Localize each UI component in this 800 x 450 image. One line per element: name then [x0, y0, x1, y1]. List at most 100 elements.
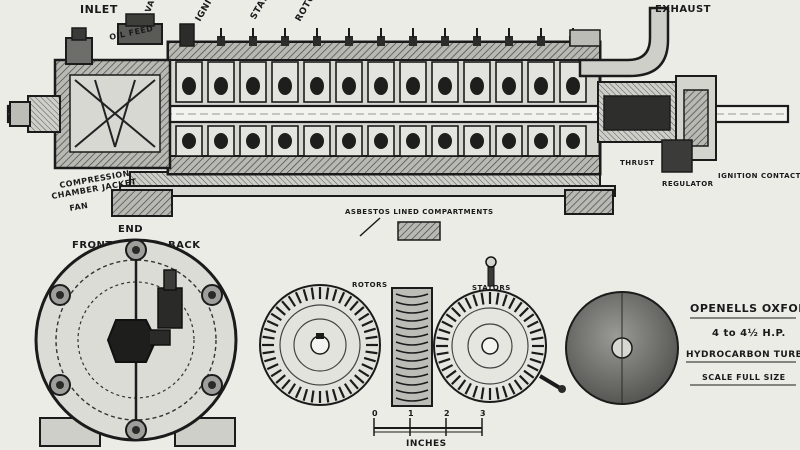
stator-tooth	[529, 328, 542, 335]
rotor-tooth	[266, 363, 279, 371]
exhaust-pipe	[578, 6, 670, 78]
rotor-tooth	[262, 350, 275, 355]
cover-disc-view	[565, 291, 679, 405]
stage-port-lower	[246, 133, 260, 149]
stator-tooth	[445, 369, 457, 379]
stator-bore	[481, 337, 499, 355]
end-view: END FRONT BACK	[34, 224, 238, 447]
title-line-2: 4 to 4½ H.P.	[712, 328, 786, 339]
stator-tooth	[501, 385, 508, 398]
end-cover-bolts	[49, 239, 223, 441]
stator-bolt-head	[558, 385, 566, 393]
title-line-4: SCALE FULL SIZE	[702, 373, 786, 382]
label-rotors-top: ROTORS	[294, 0, 325, 24]
rotor-tooth	[363, 356, 376, 363]
label-inlet: INLET	[80, 3, 118, 16]
stator-tooth	[523, 313, 535, 323]
end-bolt-center	[208, 291, 216, 299]
label-ignition-contact: IGNITION CONTACT	[718, 172, 800, 180]
stator-tooth	[457, 379, 467, 391]
blade-curve	[395, 397, 429, 402]
inlet-cap	[71, 27, 87, 41]
scale-label-0: 0	[372, 409, 378, 418]
rotor-tooth	[281, 379, 291, 390]
rotor-tooth	[310, 287, 315, 300]
stator-tooth	[457, 301, 467, 313]
stator-tooth	[451, 307, 462, 318]
longitudinal-section	[6, 6, 790, 217]
rotor-tooth	[365, 350, 378, 355]
stator-tooth	[472, 294, 479, 307]
blade-curve	[395, 357, 429, 362]
stage-stud	[345, 36, 353, 46]
label-exhaust: EXHAUST	[655, 4, 711, 15]
rotor-tooth	[270, 368, 282, 378]
stage-port-upper	[342, 77, 356, 95]
stator-tooth	[480, 387, 485, 400]
stator-tooth	[523, 369, 535, 379]
stage-stud	[409, 36, 417, 46]
rotor-tooth	[302, 289, 309, 302]
stator-tooth	[464, 297, 472, 310]
stator-inner-ring	[451, 307, 529, 385]
label-end: END	[118, 224, 143, 235]
stage-port-lower	[182, 133, 196, 149]
scale-label-3: 3	[480, 409, 486, 418]
blade-curve	[395, 317, 429, 322]
label-asbestos: ASBESTOS LINED COMPARTMENTS	[345, 208, 494, 216]
stator-tooth	[441, 364, 454, 372]
scale-label-2: 2	[444, 409, 450, 418]
rotor-tooth	[354, 374, 365, 384]
stage-port-upper	[438, 77, 452, 95]
stage-stud	[505, 36, 513, 46]
blade-curve	[395, 325, 429, 330]
rotor-inner-ring	[279, 304, 361, 386]
rotor-teeth	[262, 287, 378, 403]
stator-tooth	[501, 294, 508, 307]
blade-curve	[395, 333, 429, 338]
end-view-plug-tip	[163, 269, 177, 291]
blade-curve	[395, 301, 429, 306]
rotor-tooth	[275, 306, 286, 316]
blade-curves	[395, 293, 429, 402]
rotor-tooth	[354, 306, 365, 316]
end-bolt-center	[132, 426, 140, 434]
label-thrust: THRUST	[620, 159, 655, 167]
stator-tooth	[508, 297, 516, 310]
rotor-tooth	[361, 319, 374, 327]
end-bolt-center	[132, 246, 140, 254]
rotor-tooth	[358, 312, 370, 322]
stator-tooth	[445, 313, 457, 323]
stator-tooth	[526, 364, 539, 372]
stage-port-upper	[502, 77, 516, 95]
blade-curve	[395, 365, 429, 370]
stator-tooth	[508, 382, 516, 395]
blade-curve	[395, 309, 429, 314]
rotor-tooth	[358, 368, 370, 378]
rotor-tooth	[343, 295, 353, 307]
rotor-tooth	[365, 335, 378, 340]
rotor-tooth	[294, 386, 302, 399]
label-front: FRONT	[72, 240, 113, 251]
shaft-end-nut	[9, 101, 31, 127]
label-back: BACK	[168, 240, 201, 251]
title-block: OPENELLS OXFORD 4 to 4½ H.P. HYDROCARBON…	[686, 302, 800, 386]
rotor-tooth	[294, 291, 302, 304]
stator-bolt	[538, 374, 562, 390]
thrust-collars	[603, 95, 671, 131]
rotor-tooth	[281, 300, 291, 311]
end-bolt-center	[208, 381, 216, 389]
stator-tooth	[464, 382, 472, 395]
stage-block-upper	[207, 61, 235, 103]
end-view-nut	[106, 319, 158, 363]
rotor-hub-ring	[293, 318, 347, 372]
stage-stud	[441, 36, 449, 46]
exhaust-flange	[569, 29, 601, 47]
label-stators-lower: STATORS	[472, 284, 511, 292]
stage-port-lower	[438, 133, 452, 149]
label-fan: FAN	[69, 201, 89, 213]
blade-section-strip	[391, 287, 433, 407]
stage-port-lower	[502, 133, 516, 149]
rotor-tooth	[331, 388, 338, 401]
